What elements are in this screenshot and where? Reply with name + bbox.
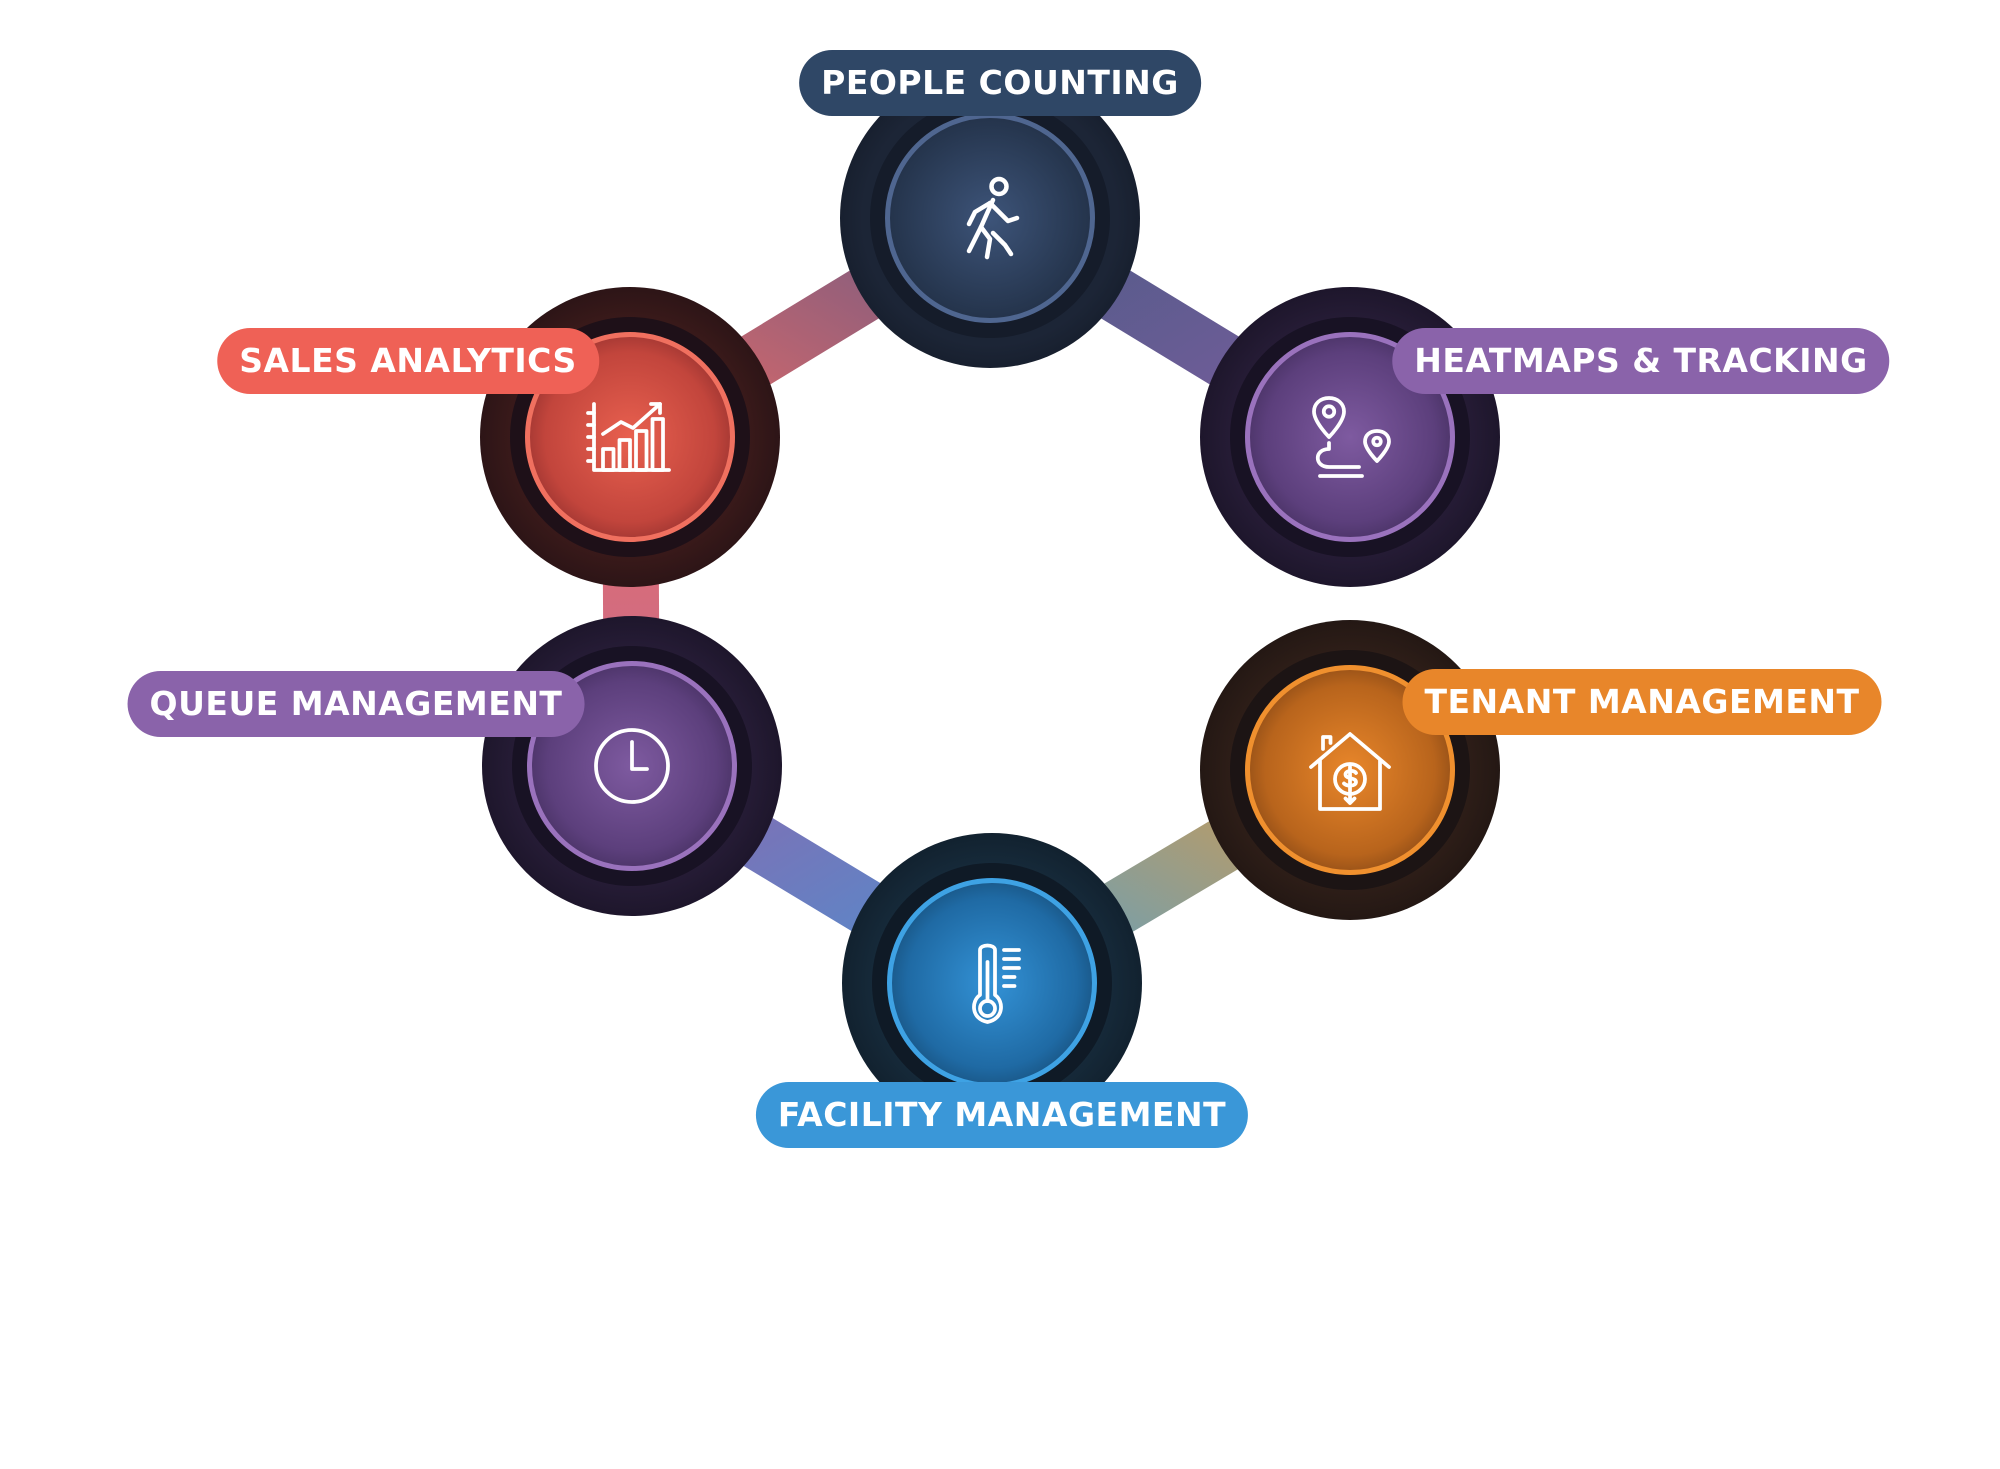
label-tenant-management: TENANT MANAGEMENT xyxy=(1402,669,1882,735)
node-core xyxy=(885,113,1095,323)
label-sales-analytics: SALES ANALYTICS xyxy=(217,328,599,394)
clock-icon xyxy=(594,728,670,804)
house-dollar-icon xyxy=(1309,732,1391,811)
node-people-counting[interactable] xyxy=(840,68,1140,368)
bar-chart-icon xyxy=(586,402,671,472)
label-facility-management: FACILITY MANAGEMENT xyxy=(755,1082,1249,1148)
thermometer-icon xyxy=(972,943,1021,1024)
label-heatmaps-tracking: HEATMAPS & TRACKING xyxy=(1392,328,1890,394)
walking-person-icon xyxy=(966,176,1020,260)
label-people-counting: PEOPLE COUNTING xyxy=(799,50,1201,116)
node-queue-management[interactable] xyxy=(482,616,782,916)
node-core xyxy=(887,878,1097,1088)
node-tenant-management[interactable] xyxy=(1200,620,1500,920)
label-queue-management: QUEUE MANAGEMENT xyxy=(127,671,585,737)
route-map-pin-icon xyxy=(1312,396,1391,478)
